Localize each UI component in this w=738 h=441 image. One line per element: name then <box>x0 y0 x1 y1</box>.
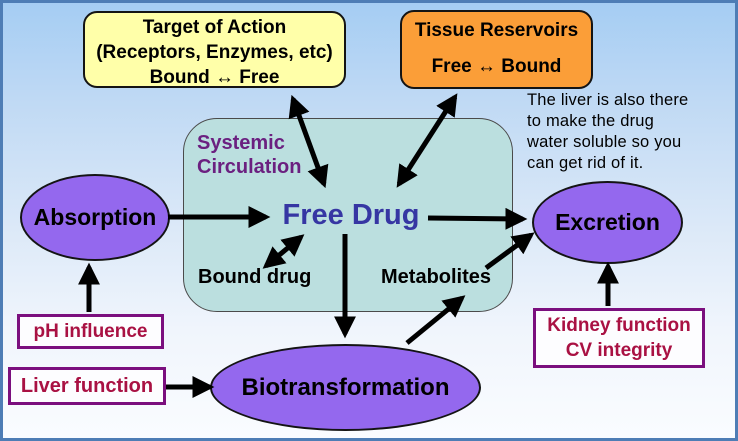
liver-function-label: Liver function <box>20 374 154 397</box>
liver-note-line2: to make the drug <box>527 112 655 130</box>
systemic-circulation-label: Systemic Circulation <box>197 131 301 179</box>
biotransformation-label: Biotransformation <box>241 373 450 401</box>
free-drug-label: Free Drug <box>282 199 420 231</box>
tissue-reservoirs-box: Tissue Reservoirs Free ↔ Bound <box>400 10 593 89</box>
ph-influence-label: pH influence <box>33 320 148 342</box>
target-of-action-box: Target of Action (Receptors, Enzymes, et… <box>83 11 346 88</box>
liver-function-box: Liver function <box>8 367 166 405</box>
bound-drug-label: Bound drug <box>198 266 312 288</box>
systemic-label-line2: Circulation <box>197 156 302 178</box>
systemic-label-line1: Systemic <box>197 132 285 154</box>
metabolites-label: Metabolites <box>381 266 492 288</box>
target-box-line2: (Receptors, Enzymes, etc) <box>96 42 333 63</box>
kidney-function-label: Kidney function <box>547 315 691 336</box>
tissue-box-line1: Tissue Reservoirs <box>414 20 579 41</box>
excretion-ellipse: Excretion <box>532 181 683 264</box>
kidney-function-box: Kidney function CV integrity <box>533 308 705 368</box>
ph-influence-box: pH influence <box>17 314 164 349</box>
biotransformation-ellipse: Biotransformation <box>210 344 481 431</box>
tissue-box-line2: Free ↔ Bound <box>431 56 562 77</box>
liver-note-line4: can get rid of it. <box>527 154 644 172</box>
liver-note-line3: water soluble so you <box>527 133 682 151</box>
absorption-label: Absorption <box>33 204 157 230</box>
target-box-line1: Target of Action <box>142 17 287 38</box>
excretion-label: Excretion <box>555 209 660 235</box>
target-box-line3: Bound ↔ Free <box>149 67 280 88</box>
absorption-ellipse: Absorption <box>20 174 170 261</box>
liver-note: The liver is also there to make the drug… <box>527 90 735 174</box>
cv-integrity-label: CV integrity <box>565 340 673 361</box>
liver-note-line1: The liver is also there <box>527 91 689 109</box>
